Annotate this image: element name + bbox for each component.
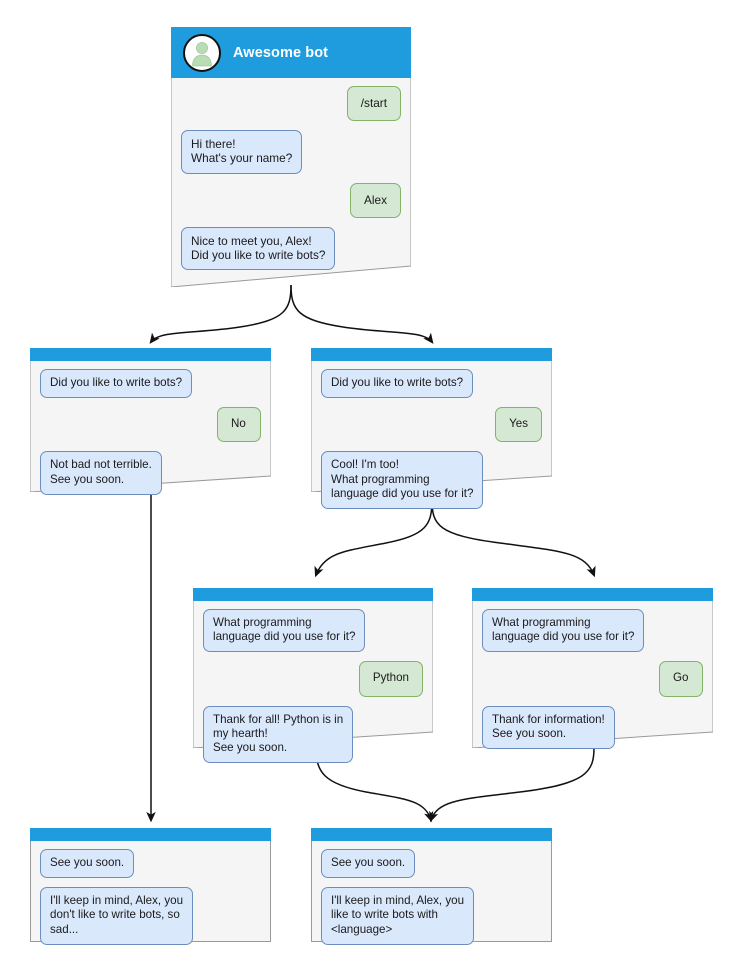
message-row: Did you like to write bots? xyxy=(40,369,261,399)
message-row: Not bad not terrible. See you soon. xyxy=(40,451,261,495)
bot-message-bubble: Not bad not terrible. See you soon. xyxy=(40,451,162,495)
bot-message-bubble: See you soon. xyxy=(321,849,416,879)
bot-name-title: Awesome bot xyxy=(233,44,329,61)
chat-transcript: What programming language did you use fo… xyxy=(193,601,433,782)
card-header-bar: Awesome bot xyxy=(171,27,411,78)
user-message-bubble: Python xyxy=(358,661,423,697)
message-row: See you soon. xyxy=(321,849,542,879)
card-header-bar xyxy=(472,588,713,601)
chat-transcript: Did you like to write bots? Yes Cool! I'… xyxy=(311,361,552,528)
user-message-bubble: Alex xyxy=(350,182,401,218)
bot-message-bubble: Cool! I'm too! What programming language… xyxy=(321,451,484,510)
message-row: Thank for all! Python is in my hearth! S… xyxy=(203,705,423,764)
card-no-branch[interactable]: Did you like to write bots? No Not bad n… xyxy=(30,348,271,495)
card-header-bar xyxy=(311,828,552,841)
bot-message-bubble: Nice to meet you, Alex! Did you like to … xyxy=(181,226,336,271)
bot-message-bubble: Thank for information! See you soon. xyxy=(482,705,615,750)
bot-message-bubble: Did you like to write bots? xyxy=(40,369,193,399)
user-message-bubble: Yes xyxy=(495,407,542,443)
chat-transcript: See you soon. I'll keep in mind, Alex, y… xyxy=(30,841,271,964)
message-row: Python xyxy=(203,661,423,697)
bot-message-bubble: What programming language did you use fo… xyxy=(203,609,366,653)
message-row: Go xyxy=(482,661,703,697)
card-root-conversation[interactable]: Awesome bot /start Hi there! What's your… xyxy=(171,27,411,287)
chat-transcript: /start Hi there! What's your name? Alex … xyxy=(171,78,411,289)
bot-message-bubble: I'll keep in mind, Alex, you like to wri… xyxy=(321,887,475,945)
message-row: Nice to meet you, Alex! Did you like to … xyxy=(181,226,401,271)
chat-transcript: Did you like to write bots? No Not bad n… xyxy=(30,361,271,514)
card-header-bar xyxy=(30,828,271,841)
edge-root-to-no xyxy=(149,284,292,344)
user-message-bubble: No xyxy=(217,407,261,443)
bot-message-bubble: Hi there! What's your name? xyxy=(181,130,303,174)
card-python-branch[interactable]: What programming language did you use fo… xyxy=(193,588,433,764)
user-message-bubble: /start xyxy=(346,86,401,122)
card-go-branch[interactable]: What programming language did you use fo… xyxy=(472,588,713,750)
message-row: I'll keep in mind, Alex, you like to wri… xyxy=(321,887,542,945)
card-end-yes[interactable]: See you soon. I'll keep in mind, Alex, y… xyxy=(311,828,552,945)
message-row: Thank for information! See you soon. xyxy=(482,705,703,750)
card-header-bar xyxy=(193,588,433,601)
card-yes-branch[interactable]: Did you like to write bots? Yes Cool! I'… xyxy=(311,348,552,510)
message-row: What programming language did you use fo… xyxy=(482,609,703,653)
bot-message-bubble: What programming language did you use fo… xyxy=(482,609,645,653)
bot-message-bubble: Thank for all! Python is in my hearth! S… xyxy=(203,705,354,764)
message-row: Cool! I'm too! What programming language… xyxy=(321,451,542,510)
card-header-bar xyxy=(311,348,552,361)
message-row: Yes xyxy=(321,407,542,443)
message-row: Alex xyxy=(181,182,401,218)
bot-message-bubble: Did you like to write bots? xyxy=(321,369,474,399)
message-row: What programming language did you use fo… xyxy=(203,609,423,653)
card-end-no[interactable]: See you soon. I'll keep in mind, Alex, y… xyxy=(30,828,271,945)
message-row: See you soon. xyxy=(40,849,261,879)
chat-transcript: What programming language did you use fo… xyxy=(472,601,713,768)
message-row: No xyxy=(40,407,261,443)
bot-message-bubble: I'll keep in mind, Alex, you don't like … xyxy=(40,887,194,945)
chat-transcript: See you soon. I'll keep in mind, Alex, y… xyxy=(311,841,552,964)
message-row: Did you like to write bots? xyxy=(321,369,542,399)
message-row: /start xyxy=(181,86,401,122)
message-row: I'll keep in mind, Alex, you don't like … xyxy=(40,887,261,945)
edge-root-to-yes xyxy=(290,284,434,344)
card-header-bar xyxy=(30,348,271,361)
bot-message-bubble: See you soon. xyxy=(40,849,135,879)
user-message-bubble: Go xyxy=(659,661,703,697)
message-row: Hi there! What's your name? xyxy=(181,130,401,174)
user-avatar-icon xyxy=(183,33,221,72)
